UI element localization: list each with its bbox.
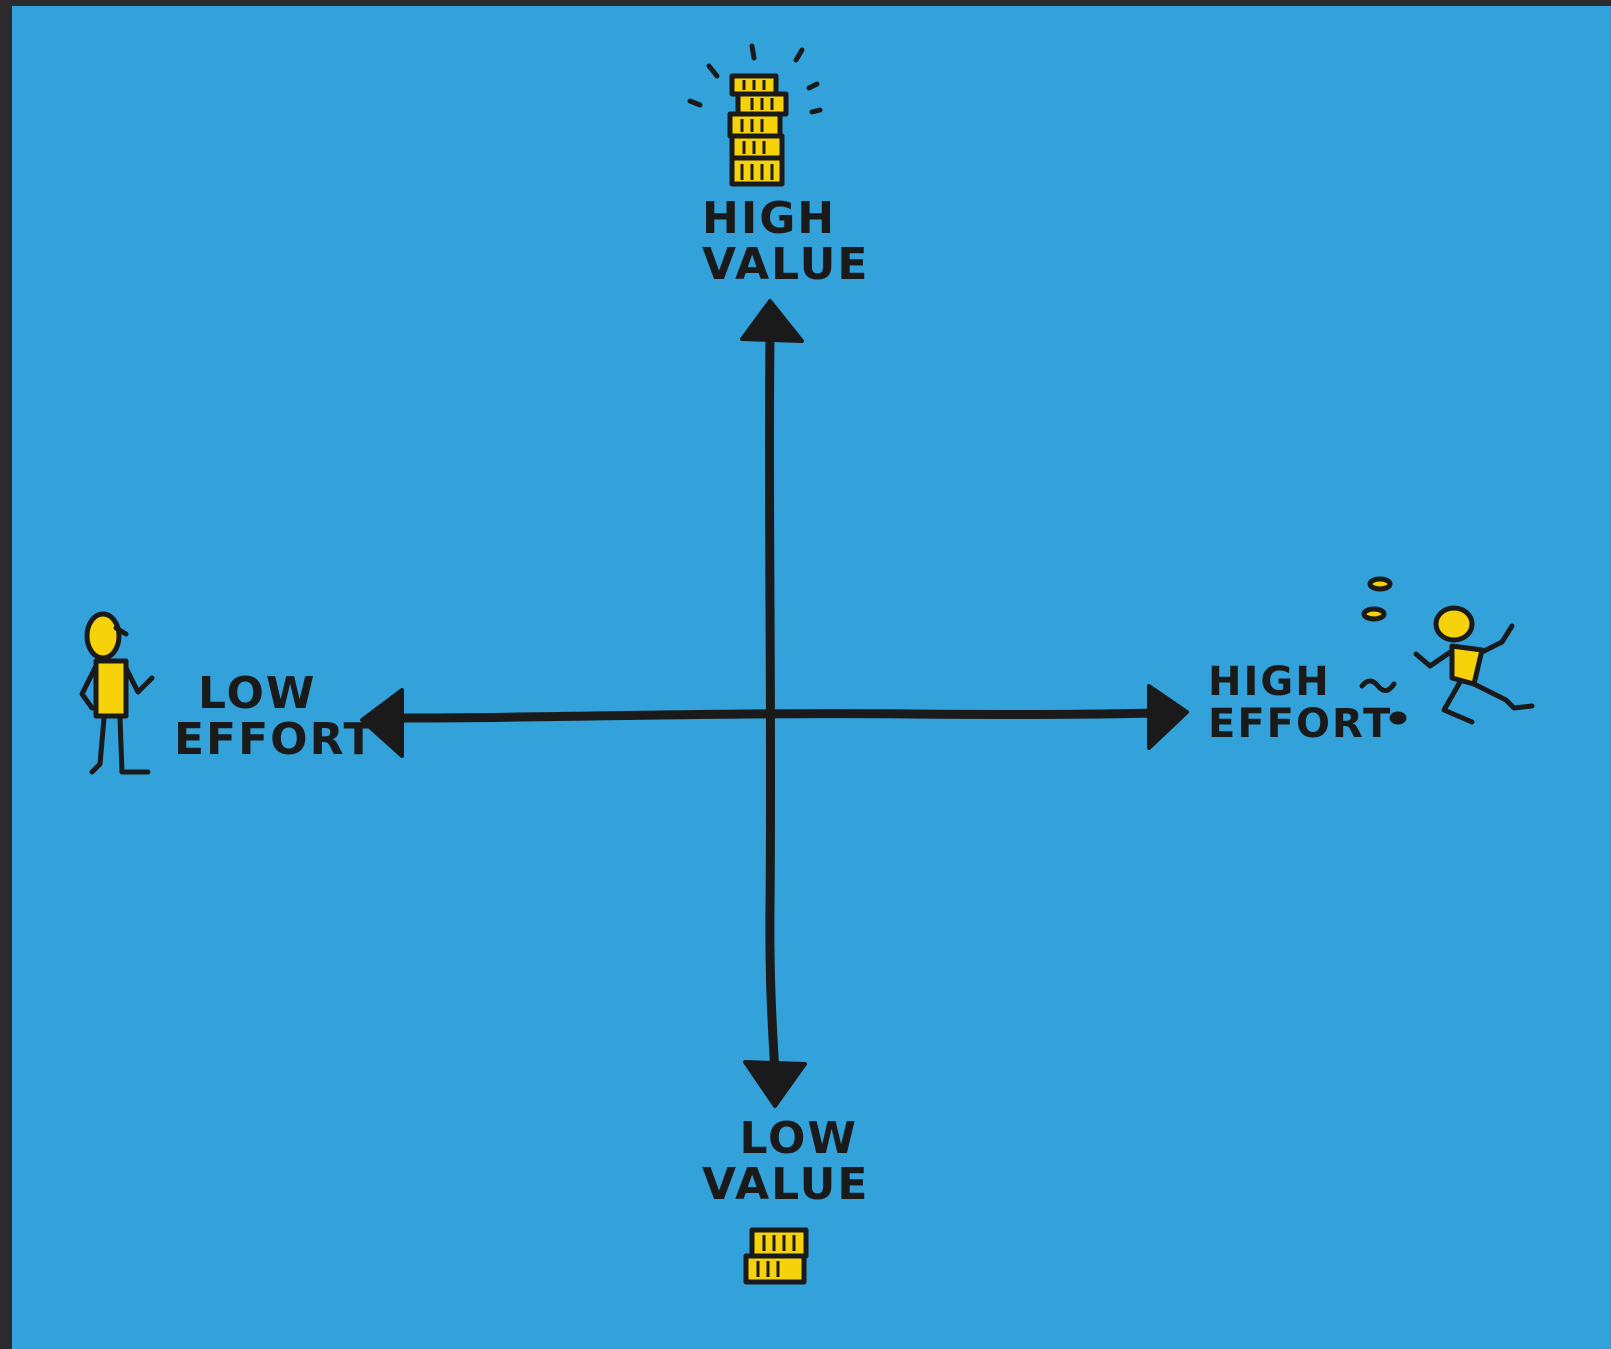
high-effort-label-line1: HIGH [1208, 659, 1331, 705]
low-effort-label-line1: LOW [198, 668, 317, 719]
horizontal-axis [397, 708, 1157, 723]
high-value-label: HIGH VALUE [702, 193, 870, 291]
tall-coin-stack-icon [687, 43, 823, 187]
high-effort-label-line2: EFFORT [1208, 701, 1393, 747]
value-effort-matrix [79, 43, 1535, 1285]
standing-person-icon [79, 611, 155, 775]
high-effort-label: HIGH EFFORT [1208, 661, 1392, 745]
arrow-left [360, 688, 404, 758]
small-coin-stack-icon [743, 1227, 809, 1285]
arrow-up [740, 299, 804, 343]
low-effort-label-line2: EFFORT [174, 714, 376, 766]
arrow-down [743, 1060, 807, 1108]
arrow-right [1147, 684, 1189, 750]
vertical-axis [764, 331, 780, 1086]
low-value-label: LOW VALUE [702, 1113, 870, 1211]
diagram-canvas: HIGH VALUE LOW VALUE LOW EFFORT HIGH EFF… [12, 6, 1611, 1349]
low-value-label-line2: VALUE [702, 1159, 870, 1211]
high-value-label-line1: HIGH [702, 193, 837, 244]
low-value-label-line1: LOW [739, 1113, 858, 1164]
high-value-label-line2: VALUE [702, 239, 870, 291]
low-effort-label: LOW EFFORT [174, 668, 376, 766]
running-person-icon [1359, 576, 1535, 725]
